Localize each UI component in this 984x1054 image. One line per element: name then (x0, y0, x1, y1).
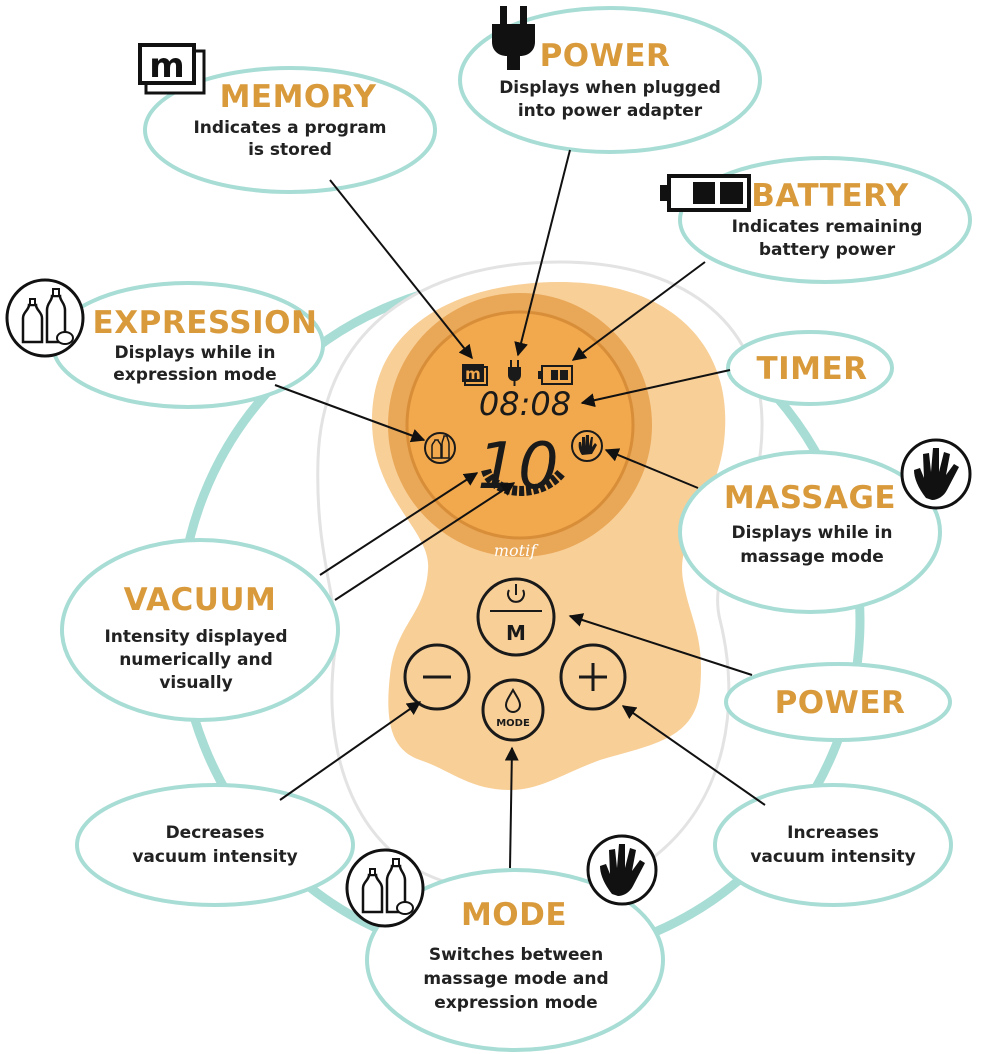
vacuum-line-1: Intensity displayed (104, 627, 287, 647)
battery-bubble (678, 156, 972, 284)
plug-big-icon (492, 6, 535, 70)
vacuum-line-2: numerically and (119, 650, 273, 670)
memory-leader (329, 179, 473, 360)
mode-title: MODE (461, 897, 567, 933)
mode-hand-icon (586, 834, 658, 906)
lcd-memory-icon: m (462, 364, 488, 386)
power-top-bubble (458, 6, 762, 154)
mode-button-label: MODE (496, 718, 530, 729)
memory-bubble (143, 66, 437, 194)
decrease-line-1: Decreases (166, 823, 265, 843)
hand-big-icon (900, 438, 972, 510)
power-top-leader (514, 149, 571, 357)
mode-leader (504, 746, 519, 869)
minus-button[interactable] (403, 643, 471, 711)
massage-title: MASSAGE (724, 480, 896, 516)
brand-logo: motif (494, 541, 539, 560)
timer-title: TIMER (756, 351, 867, 387)
battery-leader (571, 261, 706, 361)
massage-leader (604, 448, 699, 489)
power-symbol-icon (507, 584, 525, 603)
svg-text:m: m (149, 46, 184, 86)
memory-title: MEMORY (220, 79, 377, 115)
increase-bubble (713, 783, 953, 907)
lcd-hand-icon (571, 430, 603, 462)
power-button-bubble (724, 662, 952, 742)
power-m-label: M (506, 621, 526, 645)
increase-line-2: vacuum intensity (750, 847, 915, 867)
lcd-bottles-icon (424, 432, 456, 464)
plus-button[interactable] (559, 643, 627, 711)
drop-icon (504, 687, 522, 713)
memory-big-icon: m (138, 43, 206, 95)
decrease-line-2: vacuum intensity (132, 847, 297, 867)
power-m-button[interactable]: M (476, 577, 556, 657)
battery-big-icon (660, 174, 751, 212)
vacuum-line-3: visually (159, 673, 232, 693)
massage-line-1: Displays while in (732, 523, 893, 543)
bottles-big-icon (5, 278, 85, 358)
vacuum-leader-2 (334, 482, 516, 601)
battery-line-2: battery power (759, 240, 896, 260)
vacuum-leader-1 (319, 472, 479, 576)
increase-line-1: Increases (787, 823, 879, 843)
expression-title: EXPRESSION (93, 305, 318, 341)
lcd-vacuum-arc (481, 468, 566, 496)
timer-leader (580, 369, 731, 408)
lcd-timer: 08:08 (479, 385, 571, 423)
expression-leader (274, 384, 426, 443)
vacuum-bubble (60, 538, 340, 722)
lcd-vacuum-level: 10 (477, 430, 558, 504)
lcd-battery-icon (538, 365, 573, 385)
mode-line-1: Switches between (429, 945, 603, 965)
expression-line-2: expression mode (113, 365, 276, 385)
power-button-title: POWER (775, 685, 906, 721)
timer-bubble (726, 330, 894, 406)
mode-button[interactable]: MODE (481, 678, 545, 742)
battery-title: BATTERY (751, 178, 909, 214)
memory-line-2: is stored (248, 140, 332, 160)
massage-line-2: massage mode (740, 547, 884, 567)
increase-leader (621, 705, 766, 806)
power-top-line-2: into power adapter (518, 101, 703, 121)
mode-line-2: massage mode and (423, 969, 608, 989)
decrease-leader (279, 701, 422, 801)
lcd-plug-icon (508, 360, 521, 386)
power-top-title: POWER (540, 38, 671, 74)
vacuum-title: VACUUM (124, 582, 277, 618)
massage-bubble (678, 450, 942, 614)
expression-line-1: Displays while in (115, 343, 276, 363)
battery-line-1: Indicates remaining (732, 217, 923, 237)
svg-text:m: m (465, 365, 481, 383)
power-button-leader (568, 613, 753, 676)
power-top-line-1: Displays when plugged (499, 78, 721, 98)
memory-line-1: Indicates a program (193, 118, 386, 138)
mode-line-3: expression mode (434, 993, 597, 1013)
mode-bubble (365, 868, 665, 1052)
decrease-bubble (75, 783, 355, 907)
mode-bottles-icon (345, 848, 425, 928)
